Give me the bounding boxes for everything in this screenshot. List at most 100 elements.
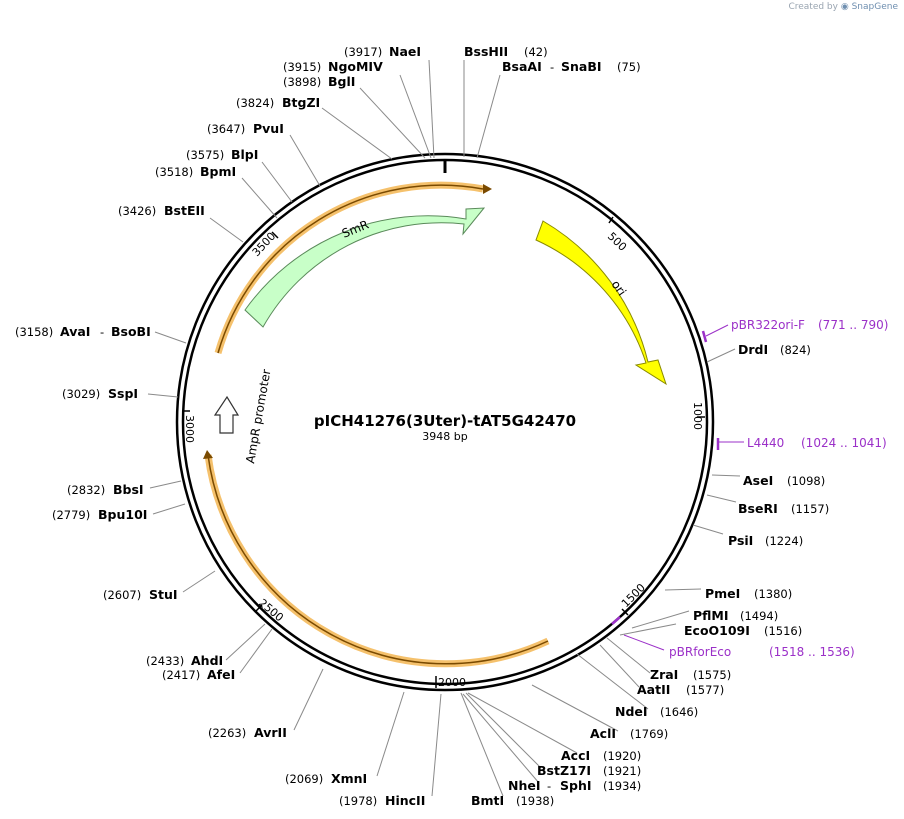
svg-text:AclI: AclI (590, 726, 616, 741)
enzyme-acli[interactable]: AclI (1769) (590, 726, 668, 741)
svg-text:SphI: SphI (560, 778, 592, 793)
enzyme-ndei[interactable]: NdeI (1646) (615, 704, 698, 719)
svg-text:(1098): (1098) (787, 474, 825, 488)
svg-text:(3426): (3426) (118, 204, 156, 218)
enzyme-btgzi[interactable]: (3824) BtgZI (236, 95, 320, 110)
primer-pbr322ori-f[interactable]: pBR322ori-F (771 .. 790) (701, 318, 888, 343)
enzyme-bbsi[interactable]: (2832) BbsI (67, 482, 144, 497)
credit-brand: SnapGene (851, 2, 898, 12)
enzyme-xmni[interactable]: (2069) XmnI (285, 771, 367, 786)
svg-text:AccI: AccI (561, 748, 590, 763)
svg-text:(1224): (1224) (765, 534, 803, 548)
enzyme-aatii[interactable]: AatII (1577) (637, 682, 724, 697)
svg-text:BmtI: BmtI (471, 793, 504, 808)
enzyme-bmti[interactable]: BmtI (1938) (471, 793, 554, 808)
smr-feature[interactable] (244, 207, 486, 328)
tick-3000: 3000 (182, 410, 196, 443)
enzyme-psii[interactable]: PsiI (1224) (728, 533, 803, 548)
enzyme-pflmi[interactable]: PflMI (1494) (693, 608, 778, 623)
credit-prefix: Created by (788, 2, 838, 12)
svg-text:L4440: L4440 (747, 436, 784, 450)
plasmid-length: 3948 bp (422, 430, 467, 443)
enzyme-bseri[interactable]: BseRI (1157) (738, 501, 829, 516)
enzyme-eco0109i[interactable]: EcoO109I (1516) (684, 623, 802, 638)
svg-text:(824): (824) (780, 343, 811, 357)
enzyme-afei[interactable]: (2417) AfeI (162, 667, 235, 682)
svg-text:(1494): (1494) (740, 609, 778, 623)
orf-arc-bottom-glow (204, 454, 550, 668)
enzyme-nhei-sphi[interactable]: NheI - SphI (1934) (508, 778, 641, 793)
svg-text:(42): (42) (524, 45, 548, 59)
enzyme-pmei[interactable]: PmeI (1380) (705, 586, 792, 601)
svg-text:(771 .. 790): (771 .. 790) (818, 318, 888, 332)
ori-feature[interactable] (535, 220, 667, 386)
svg-text:PvuI: PvuI (253, 121, 284, 136)
orf-arc-bottom (207, 454, 549, 665)
svg-text:-: - (100, 325, 104, 339)
svg-text:(1380): (1380) (754, 587, 792, 601)
enzyme-avrii[interactable]: (2263) AvrII (208, 725, 287, 740)
svg-text:(1934): (1934) (603, 779, 641, 793)
enzyme-bsaai-snabi[interactable]: BsaAI - SnaBI (75) (502, 59, 641, 74)
svg-text:3000: 3000 (183, 415, 196, 443)
svg-text:Bpu10I: Bpu10I (98, 507, 147, 522)
primer-pbrforeco[interactable]: pBRforEco (1518 .. 1536) (611, 616, 855, 659)
enzyme-bstz17i[interactable]: BstZ17I (1921) (537, 763, 641, 778)
enzyme-bsteii[interactable]: (3426) BstEII (118, 203, 205, 218)
svg-text:EcoO109I: EcoO109I (684, 623, 750, 638)
plasmid-title: pICH41276(3Uter)-tAT5G42470 (314, 412, 576, 430)
svg-text:pBRforEco: pBRforEco (669, 645, 731, 659)
enzyme-hincii[interactable]: (1978) HincII (339, 793, 425, 808)
enzyme-bpmi[interactable]: (3518) BpmI (155, 164, 236, 179)
enzyme-bgli[interactable]: (3898) BglI (283, 74, 355, 89)
svg-text:AfeI: AfeI (207, 667, 235, 682)
svg-text:(3575): (3575) (186, 148, 224, 162)
svg-text:AvrII: AvrII (254, 725, 287, 740)
svg-text:NdeI: NdeI (615, 704, 648, 719)
svg-text:HincII: HincII (385, 793, 425, 808)
svg-text:NgoMIV: NgoMIV (328, 59, 383, 74)
enzyme-avai-bsobi[interactable]: (3158) AvaI - BsoBI (15, 324, 151, 339)
svg-text:AatII: AatII (637, 682, 670, 697)
enzyme-acci[interactable]: AccI (1920) (561, 748, 641, 763)
svg-text:XmnI: XmnI (331, 771, 367, 786)
svg-text:BglI: BglI (328, 74, 355, 89)
enzyme-ahdi[interactable]: (2433) AhdI (146, 653, 223, 668)
primer-l4440[interactable]: L4440 (1024 .. 1041) (716, 436, 887, 450)
enzyme-asei[interactable]: AseI (1098) (743, 473, 825, 488)
enzyme-sspi[interactable]: (3029) SspI (62, 386, 138, 401)
svg-text:BtgZI: BtgZI (282, 95, 320, 110)
svg-text:(1518 .. 1536): (1518 .. 1536) (769, 645, 855, 659)
enzyme-blpi[interactable]: (3575) BlpI (186, 147, 258, 162)
enzyme-ngomiv[interactable]: (3915) NgoMIV (283, 59, 383, 74)
svg-text:AseI: AseI (743, 473, 773, 488)
svg-text:2000: 2000 (438, 676, 466, 689)
svg-text:NaeI: NaeI (389, 44, 421, 59)
enzyme-zrai[interactable]: ZraI (1575) (650, 667, 731, 682)
svg-text:BsoBI: BsoBI (111, 324, 151, 339)
ampr-promoter-arrow[interactable] (213, 395, 240, 434)
svg-text:(2069): (2069) (285, 772, 323, 786)
enzyme-pvui[interactable]: (3647) PvuI (207, 121, 284, 136)
svg-text:BseRI: BseRI (738, 501, 778, 516)
svg-text:NheI: NheI (508, 778, 541, 793)
svg-text:PmeI: PmeI (705, 586, 740, 601)
tick-1000: 1000 (691, 402, 705, 430)
svg-text:PflMI: PflMI (693, 608, 729, 623)
svg-text:(1646): (1646) (660, 705, 698, 719)
orf-arc-top (217, 184, 484, 354)
enzyme-stui[interactable]: (2607) StuI (103, 587, 178, 602)
enzyme-drdi[interactable]: DrdI (824) (738, 342, 811, 357)
svg-text:BsaAI: BsaAI (502, 59, 542, 74)
svg-text:(1921): (1921) (603, 764, 641, 778)
orf-arc-top-glow (214, 181, 484, 354)
enzyme-bpu10i[interactable]: (2779) Bpu10I (52, 507, 147, 522)
svg-text:BstZ17I: BstZ17I (537, 763, 591, 778)
svg-text:(3647): (3647) (207, 122, 245, 136)
enzyme-nae[interactable]: (3917) NaeI (344, 44, 421, 59)
snapgene-logo: ◉ (840, 2, 849, 12)
svg-text:(1516): (1516) (764, 624, 802, 638)
svg-text:(2779): (2779) (52, 508, 90, 522)
svg-text:(2263): (2263) (208, 726, 246, 740)
enzyme-bsshii[interactable]: BssHII (42) (464, 44, 548, 59)
